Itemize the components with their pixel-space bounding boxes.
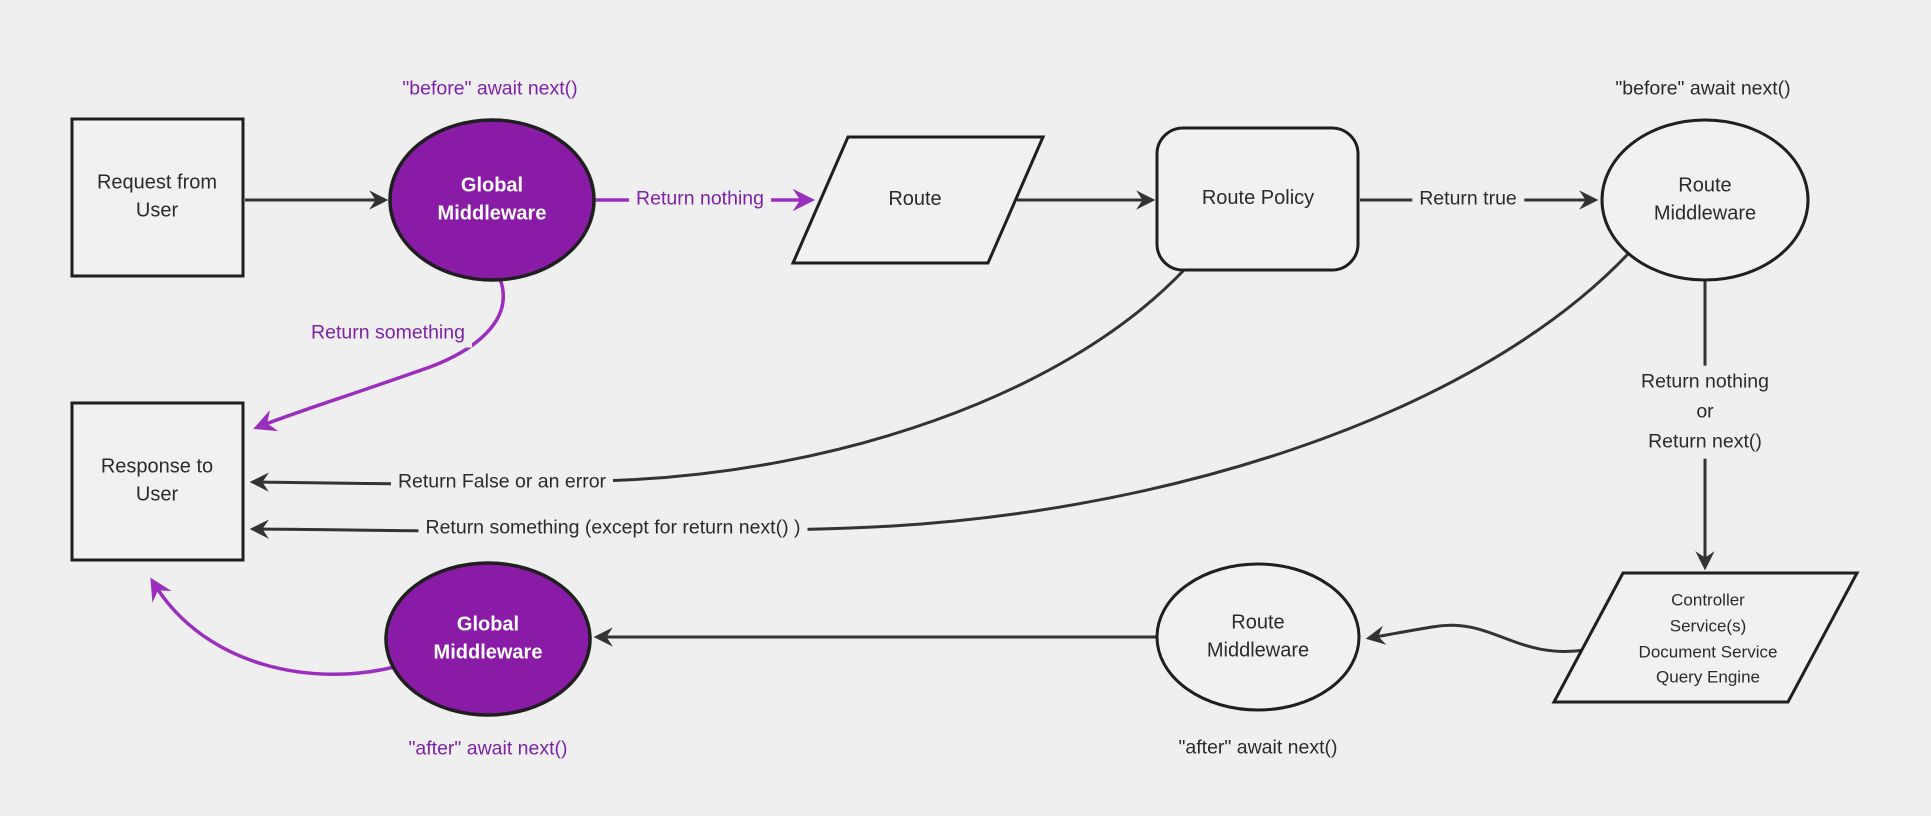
node-route-middleware-top [1600,118,1810,282]
node-route [790,135,1046,265]
edge-controller-to-route-middleware-bottom [1365,623,1586,653]
node-route-middleware-bottom [1155,562,1361,712]
node-response-to-user [70,401,245,562]
node-request-from-user [70,117,245,278]
edge-global-middleware-top-to-response [253,278,505,432]
node-global-middleware-top [388,118,596,282]
node-global-middleware-bottom [384,561,592,717]
edge-global-middleware-bottom-to-response [150,577,399,676]
edge-route-middleware-top-to-response [249,252,1630,539]
node-route-policy [1155,126,1360,272]
edge-route-policy-to-response [249,268,1186,492]
node-controller-services [1551,571,1860,704]
